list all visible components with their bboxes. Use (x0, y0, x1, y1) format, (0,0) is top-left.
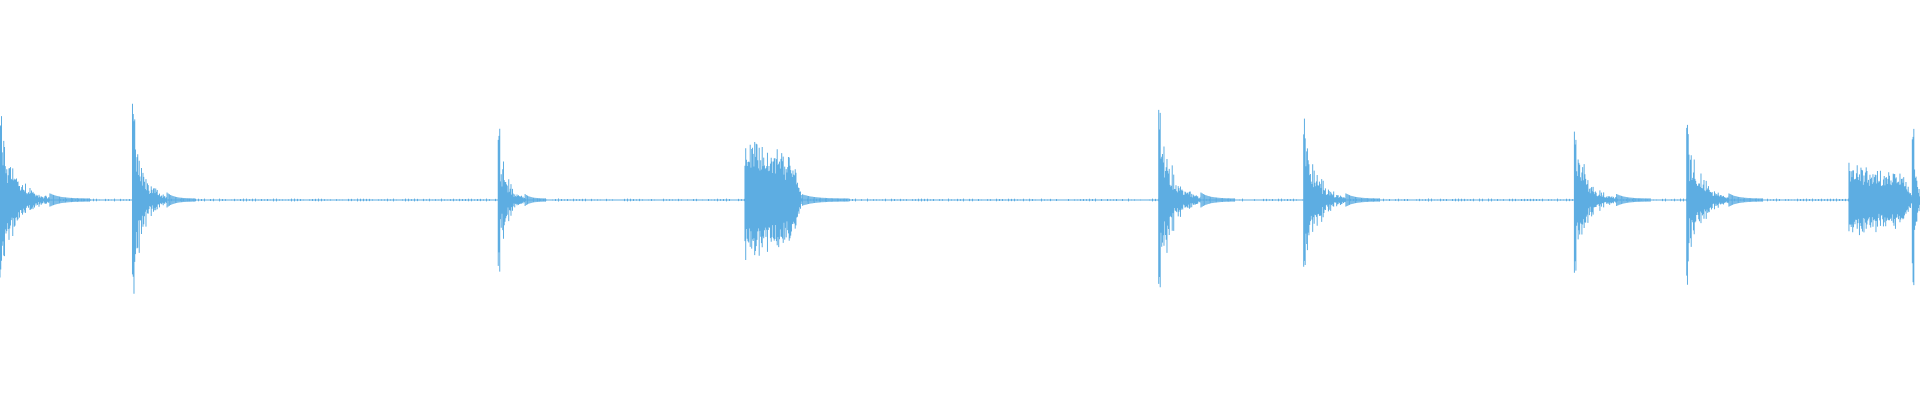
waveform-burst-7 (1686, 124, 1764, 285)
waveform-bursts (0, 103, 1920, 294)
waveform-burst-0 (0, 116, 91, 278)
waveform-burst-3 (744, 141, 849, 260)
waveform-burst-1 (131, 103, 196, 294)
waveform-burst-2 (497, 128, 547, 272)
waveform-burst-4 (1158, 109, 1236, 288)
waveform-burst-6 (1573, 131, 1651, 273)
waveform-burst-5 (1303, 118, 1381, 267)
